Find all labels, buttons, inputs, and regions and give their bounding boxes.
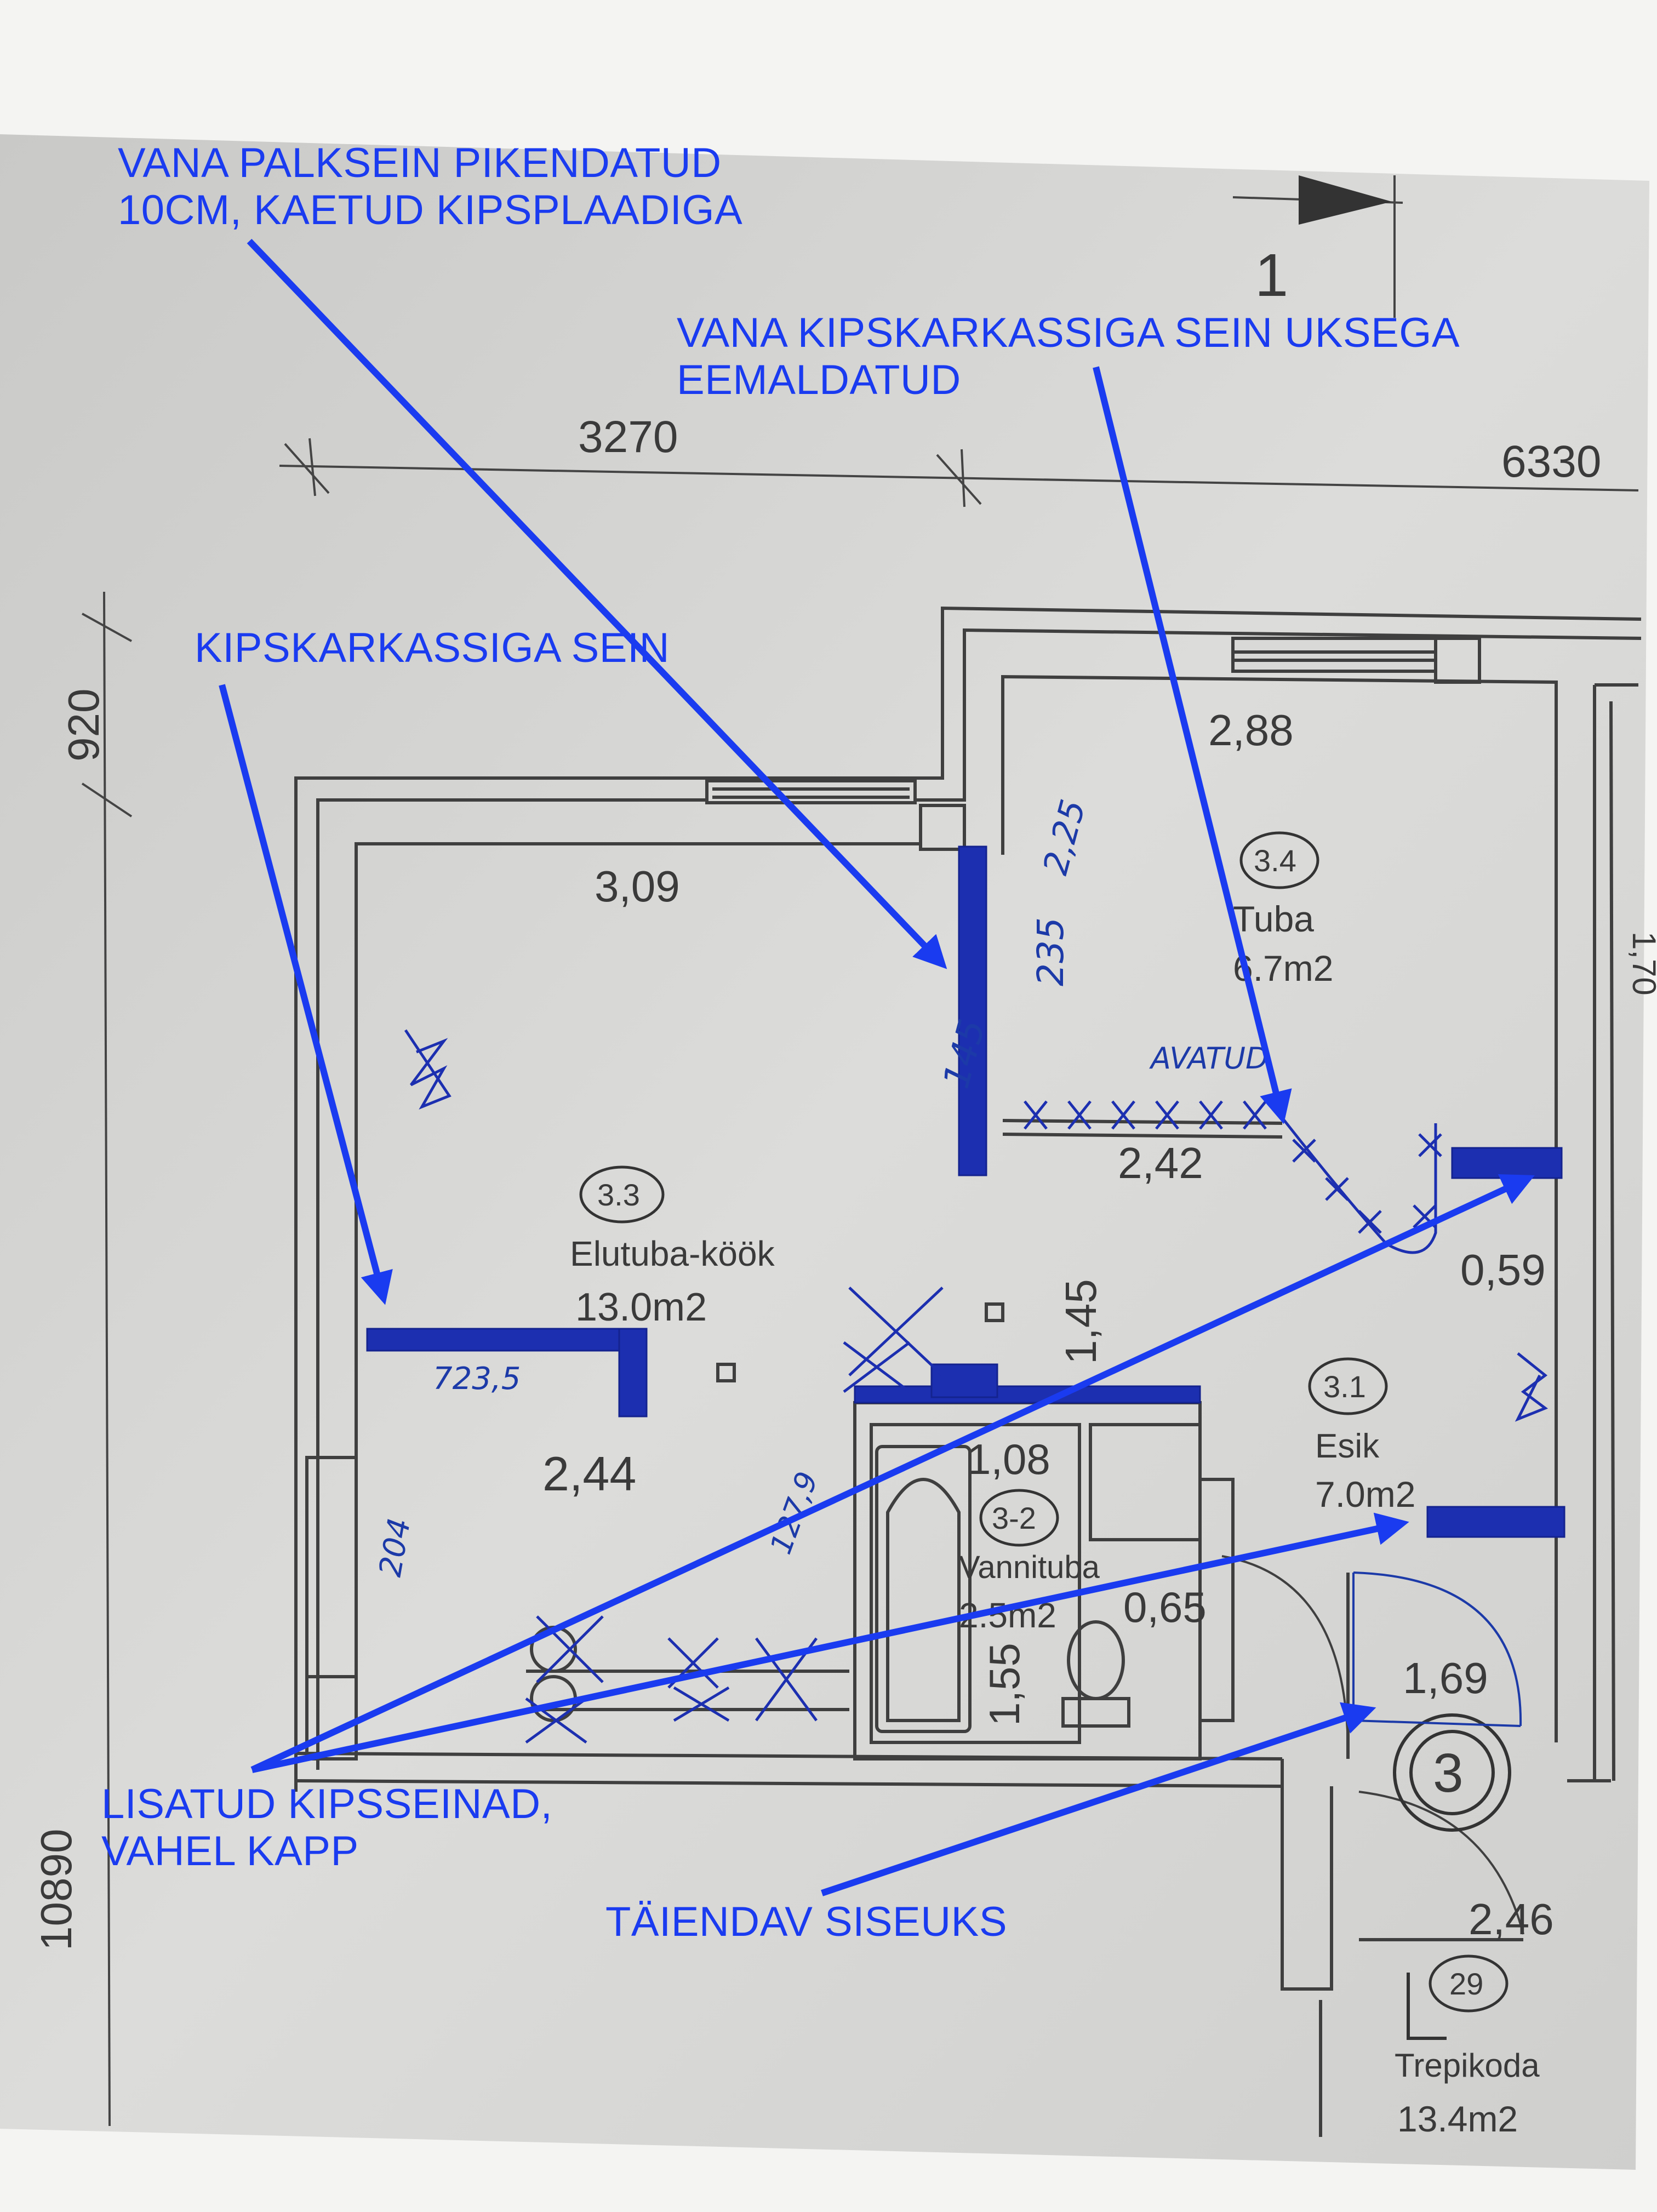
added-wall-3 bbox=[1426, 1506, 1565, 1538]
room-elutuba-number: 3.3 bbox=[597, 1178, 640, 1212]
room-tuba-name: Tuba bbox=[1233, 899, 1314, 939]
room-trepikoda: 29 Trepikoda 13.4m2 bbox=[1395, 1954, 1540, 2139]
room-vannituba-number: 3-2 bbox=[992, 1501, 1036, 1535]
new-door-line bbox=[1353, 1571, 1522, 1727]
hand-7235: 723,5 bbox=[433, 1361, 521, 1397]
label-added-walls: LISATUD KIPSSEINAD, VAHEL KAPP bbox=[101, 1781, 553, 1874]
arrow-drywall bbox=[219, 684, 393, 1305]
room-trepikoda-number: 29 bbox=[1449, 1967, 1483, 2001]
label-log-wall: VANA PALKSEIN PIKENDATUD 10CM, KAETUD KI… bbox=[118, 140, 743, 233]
dim-155: 1,55 bbox=[980, 1643, 1029, 1726]
added-wall-block bbox=[930, 1363, 998, 1398]
dim-6330: 6330 bbox=[1501, 437, 1601, 487]
hand-avatud: AVATUD bbox=[1149, 1041, 1269, 1076]
arrow-log-wall bbox=[247, 238, 947, 969]
section-arrow bbox=[1299, 175, 1392, 225]
label-extra-door: TÄIENDAV SISEUKS bbox=[605, 1899, 1008, 1945]
dim-920: 920 bbox=[59, 689, 108, 762]
dim-170: 1,70 bbox=[1626, 931, 1657, 996]
added-wall-2 bbox=[1451, 1147, 1563, 1179]
room-elutuba-name: Elutuba-köök bbox=[570, 1234, 775, 1273]
label-removed-wall: VANA KIPSKARKASSIGA SEIN UKSEGA EEMALDAT… bbox=[677, 310, 1460, 403]
room-elutuba-area: 13.0m2 bbox=[575, 1285, 707, 1329]
dim-065: 0,65 bbox=[1123, 1583, 1207, 1631]
drywall-l-side bbox=[618, 1328, 648, 1417]
arrow-removed-wall bbox=[1093, 366, 1292, 1124]
annotation-arrows bbox=[219, 238, 1535, 1896]
apartment-marker bbox=[1393, 1713, 1511, 1832]
dim-3270: 3270 bbox=[578, 412, 678, 462]
drywall-l-top bbox=[366, 1328, 648, 1352]
exterior-walls bbox=[294, 606, 1642, 2137]
room-elutuba: 3.3 Elutuba-köök 13.0m2 bbox=[570, 1165, 775, 1329]
section-marker-label: 1 bbox=[1255, 242, 1288, 309]
room-esik: 3.1 Esik 7.0m2 bbox=[1308, 1357, 1415, 1514]
hand-235: 235 bbox=[1030, 917, 1072, 986]
dim-288: 2,88 bbox=[1208, 706, 1294, 755]
room-esik-number: 3.1 bbox=[1323, 1369, 1366, 1404]
dim-145: 1,45 bbox=[1056, 1279, 1105, 1364]
room-tuba-number: 3.4 bbox=[1254, 843, 1296, 878]
room-vannituba-name: Vannituba bbox=[959, 1550, 1100, 1585]
dim-169: 1,69 bbox=[1403, 1654, 1488, 1702]
dim-10890: 10890 bbox=[32, 1829, 81, 1951]
added-wall-1 bbox=[854, 1385, 1201, 1404]
room-tuba: 3.4 Tuba 6.7m2 bbox=[1233, 831, 1333, 988]
dim-246: 2,46 bbox=[1469, 1895, 1554, 1944]
apartment-number: 3 bbox=[1433, 1742, 1464, 1804]
removed-wall-xmarks bbox=[404, 1029, 1549, 1744]
dim-244: 2,44 bbox=[542, 1447, 636, 1501]
dim-242: 2,42 bbox=[1118, 1139, 1203, 1187]
dim-059: 0,59 bbox=[1460, 1245, 1546, 1294]
room-esik-name: Esik bbox=[1315, 1427, 1380, 1465]
marker-walls bbox=[366, 845, 1565, 1538]
dim-108: 1,08 bbox=[967, 1435, 1050, 1483]
label-drywall: KIPSKARKASSIGA SEIN bbox=[195, 625, 670, 671]
arrow-added-2 bbox=[251, 1512, 1409, 1773]
room-trepikoda-area: 13.4m2 bbox=[1397, 2099, 1518, 2139]
dim-309: 3,09 bbox=[595, 862, 680, 911]
arrow-extra-door bbox=[821, 1702, 1376, 1896]
room-trepikoda-name: Trepikoda bbox=[1395, 2047, 1540, 2084]
room-dimensions: 2,88 3,09 2,42 0,59 1,45 2,44 1,08 0,65 … bbox=[542, 706, 1657, 1944]
room-esik-area: 7.0m2 bbox=[1315, 1474, 1415, 1514]
log-wall-extension bbox=[958, 845, 987, 1176]
arrow-added-1 bbox=[250, 1174, 1535, 1773]
